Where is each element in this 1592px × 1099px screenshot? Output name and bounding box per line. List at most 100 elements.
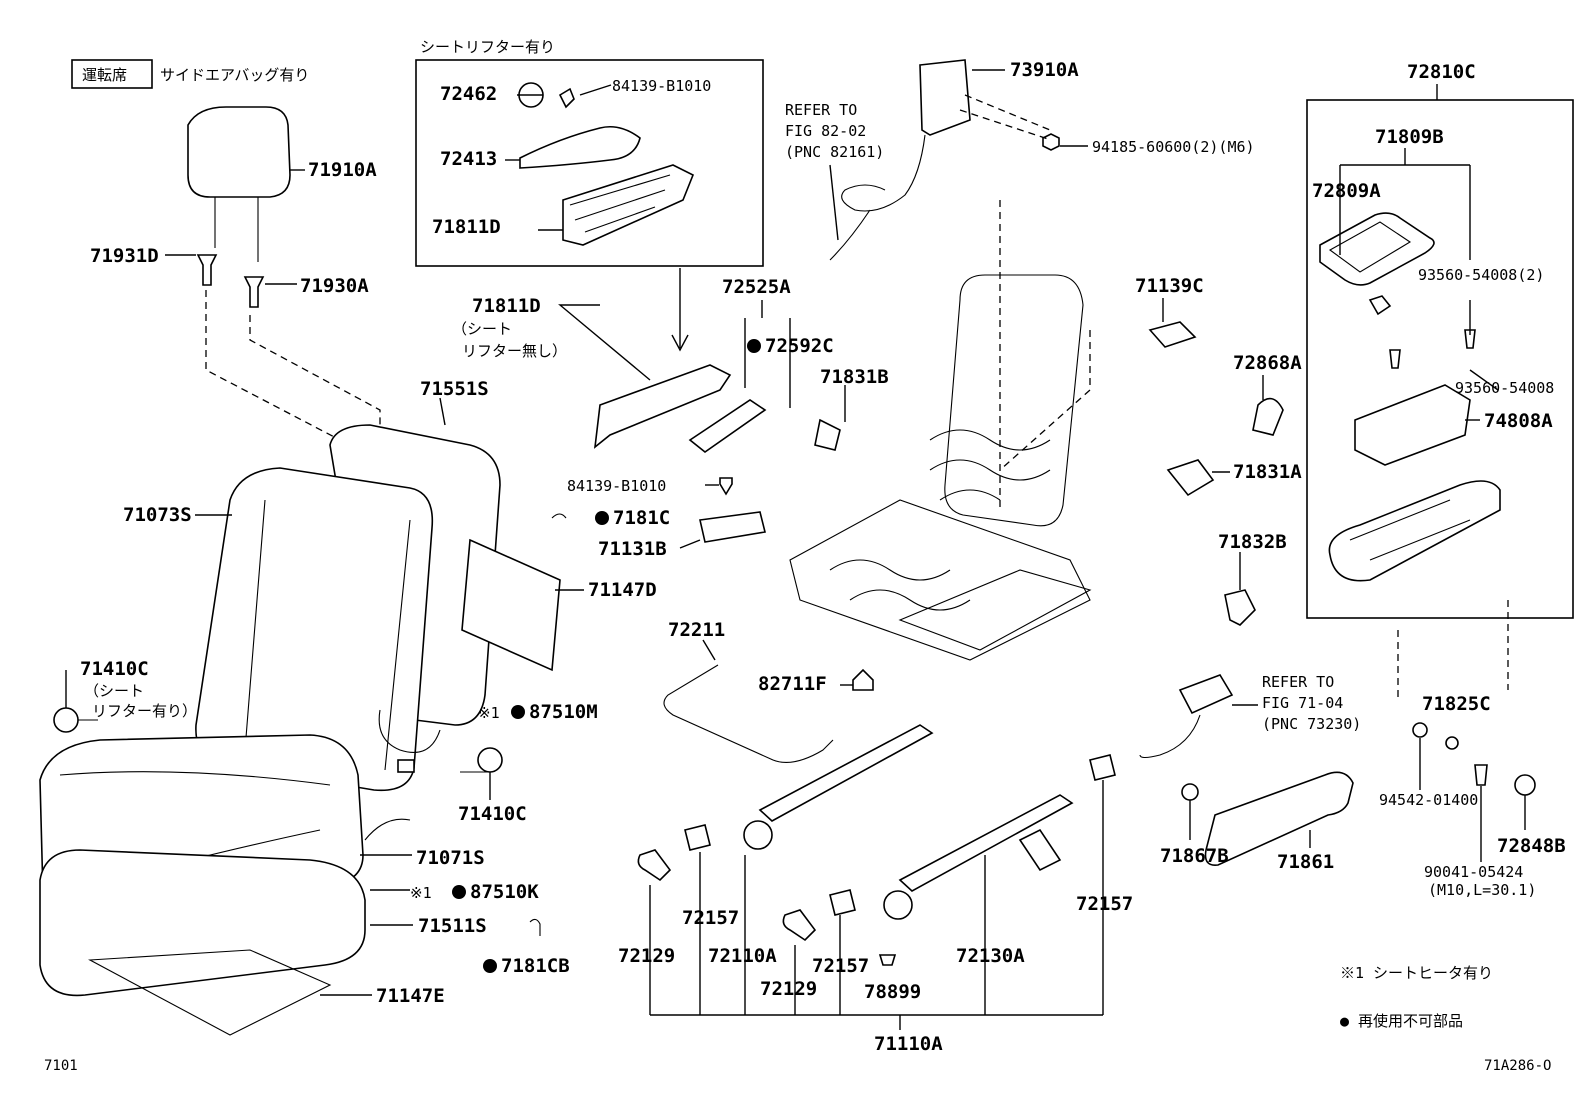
track-right-part [898, 794, 1074, 892]
label-7181CB: 7181CB [501, 955, 570, 977]
label-71832B: 71832B [1218, 531, 1287, 553]
washer-94542 [1412, 722, 1428, 738]
lifter-group-box [415, 59, 764, 267]
label-71147E: 71147E [376, 985, 445, 1007]
bolt-78899 [878, 954, 897, 966]
cap-72848B [1514, 774, 1536, 796]
label-94185: 94185-60600(2)(M6) [1092, 138, 1255, 156]
legend-note-1: ※1 シートヒータ有り [1340, 964, 1493, 982]
airbag-harness [829, 134, 926, 261]
cushion-frame-part [789, 499, 1091, 661]
label-72462: 72462 [440, 83, 497, 105]
label-71930A: 71930A [300, 275, 369, 297]
driver-tag: 運転席 [82, 66, 127, 84]
label-94542: 94542-01400 [1379, 791, 1478, 809]
ref2-line1: REFER TO [1262, 673, 1334, 691]
hinge-72809A [1368, 295, 1392, 316]
bracket-71831B-part [814, 418, 841, 451]
label-7181C: 7181C [613, 507, 670, 529]
label-72211: 72211 [668, 619, 725, 641]
note-71410C-1: （シート [84, 682, 144, 700]
tray-box-74808A [1354, 384, 1471, 466]
label-71831B: 71831B [820, 366, 889, 388]
label-71809B: 71809B [1375, 126, 1444, 148]
leader-93560 [1469, 369, 1499, 391]
airbag-dash-lines [959, 94, 1052, 141]
mark-87510M: ※1 [478, 704, 500, 722]
track-left-roller [743, 820, 773, 850]
cover-72868A [1252, 397, 1284, 436]
lever-72525A-part [688, 399, 767, 453]
side-cover-part [593, 364, 732, 449]
label-72413: 72413 [440, 148, 497, 170]
label-72525A: 72525A [722, 276, 791, 298]
label-84139-B1010-top: 84139-B1010 [612, 77, 711, 95]
label-74808A: 74808A [1484, 410, 1553, 432]
leader-71551S [439, 397, 446, 426]
leader-71131B [679, 539, 701, 549]
seatback-frame-springs [929, 429, 1051, 501]
mark-87510K: ※1 [410, 884, 432, 902]
label-71910A: 71910A [308, 159, 377, 181]
note-71811D-1: （シート [452, 320, 512, 338]
grommet-71410C-right [477, 747, 503, 773]
label-71861: 71861 [1277, 851, 1334, 873]
label-71811D-box: 71811D [432, 216, 501, 238]
track-left-part [758, 724, 934, 822]
label-71071S: 71071S [416, 847, 485, 869]
seatback-seams [244, 499, 411, 771]
bracket-72157-a [684, 824, 711, 851]
ref2-line3: (PNC 73230) [1262, 715, 1361, 733]
seatback-frame-part [944, 274, 1084, 527]
bracket-71832B [1224, 589, 1256, 626]
leader-71811D [558, 304, 651, 381]
label-87510M: 87510M [529, 701, 598, 723]
label-90041: 90041-05424 [1424, 863, 1523, 881]
cushion-heater-wire [364, 818, 411, 841]
headrest-guide-lock [196, 254, 218, 286]
airbag-module-part [919, 59, 971, 136]
cushion-undercover-part [88, 949, 332, 1036]
grommet-71410C-left [53, 707, 79, 733]
lifter-lever-part [519, 125, 641, 169]
side-cover-71861 [1204, 771, 1354, 867]
nut-94185 [1042, 133, 1060, 151]
label-71131B: 71131B [598, 538, 667, 560]
label-72129-b: 72129 [760, 978, 817, 1000]
clip-7181C [551, 513, 567, 519]
label-78899: 78899 [864, 981, 921, 1003]
screw-71867B [1181, 783, 1199, 801]
bracket-71831A [1166, 459, 1215, 497]
label-72848B: 72848B [1497, 835, 1566, 857]
box-arrow-head [671, 334, 689, 352]
leader-ref1 [829, 164, 839, 241]
label-71825C: 71825C [1422, 693, 1491, 715]
label-93560: 93560-54008 [1455, 379, 1554, 397]
label-72157-a: 72157 [682, 907, 739, 929]
legend-note-2: ● 再使用不可部品 [1340, 1012, 1463, 1030]
airbag-note: サイドエアバッグ有り [160, 66, 309, 84]
bracket-72157-c [1089, 754, 1116, 781]
screw-84139 [719, 477, 733, 496]
label-71410C: 71410C [458, 803, 527, 825]
frame-dash-lines [999, 200, 1091, 510]
track-assembly-bracket [649, 780, 1104, 1016]
page-code: 7101 [44, 1058, 78, 1074]
tray-lid-71809B [1319, 212, 1435, 286]
seatback-board-part [461, 538, 561, 672]
ref1-line2: FIG 82-02 [785, 122, 866, 140]
label-72810C: 72810C [1407, 61, 1476, 83]
buckle-harness [1139, 714, 1201, 759]
wire-72211 [663, 664, 834, 763]
ref1-line3: (PNC 82161) [785, 143, 884, 161]
label-72129-a: 72129 [618, 945, 675, 967]
label-72868A: 72868A [1233, 352, 1302, 374]
clip-71139C [1148, 321, 1197, 348]
track-bracket [1018, 828, 1062, 872]
track-right-roller [883, 890, 913, 920]
leader-72525A-branches [744, 318, 791, 408]
lifter-cover-ribs [569, 174, 671, 233]
frame-lower-rail [898, 569, 1092, 651]
label-71139C: 71139C [1135, 275, 1204, 297]
